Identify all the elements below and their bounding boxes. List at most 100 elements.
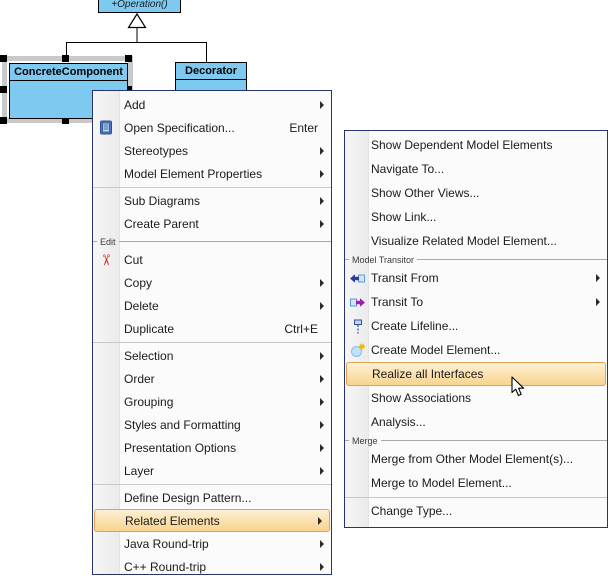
component-operations-box[interactable]: +Operation()	[98, 0, 181, 13]
menu-item-label: Show Link...	[371, 210, 437, 224]
menu-item-label: Open Specification...	[124, 120, 235, 135]
menu-item-visualize-related-model-element[interactable]: Visualize Related Model Element...	[345, 229, 607, 253]
menu-group-label: Model Transitor	[352, 254, 415, 265]
submenu-arrow-icon	[320, 420, 324, 429]
menu-item-label: Delete	[124, 298, 159, 313]
selection-handle[interactable]	[0, 117, 7, 124]
menu-item-sub-diagrams[interactable]: Sub Diagrams	[93, 189, 331, 212]
menu-item-add[interactable]: Add	[93, 93, 331, 116]
menu-item-label: Realize all Interfaces	[372, 367, 484, 381]
selection-handle[interactable]	[62, 55, 69, 62]
menu-item-java-round-trip[interactable]: Java Round-trip	[93, 532, 331, 555]
transit-to-icon	[349, 294, 366, 311]
submenu-arrow-icon	[320, 278, 324, 287]
menu-item-duplicate[interactable]: Duplicate Ctrl+E	[93, 317, 331, 340]
menu-item-label: Stereotypes	[124, 143, 189, 158]
menu-item-label: Duplicate	[124, 321, 175, 336]
selection-handle[interactable]	[0, 55, 7, 62]
menu-item-stereotypes[interactable]: Stereotypes	[93, 139, 331, 162]
menu-item-label: Merge from Other Model Element(s)...	[371, 452, 574, 466]
menu-item-grouping[interactable]: Grouping	[93, 390, 331, 413]
menu-item-transit-from[interactable]: Transit From	[345, 266, 607, 290]
selection-handle[interactable]	[0, 86, 7, 93]
menu-item-label: Analysis...	[371, 415, 426, 429]
menu-item-label: Sub Diagrams	[124, 193, 201, 208]
menu-item-analysis[interactable]: Analysis...	[345, 410, 607, 434]
submenu-arrow-icon	[320, 196, 324, 205]
menu-item-presentation-options[interactable]: Presentation Options	[93, 436, 331, 459]
menu-item-model-element-properties[interactable]: Model Element Properties	[93, 162, 331, 185]
class-concretecomponent[interactable]: ConcreteComponent	[9, 63, 128, 119]
menu-item-related-elements[interactable]: Related Elements	[94, 509, 330, 532]
submenu-arrow-icon	[596, 298, 600, 306]
menu-item-show-associations[interactable]: Show Associations	[345, 386, 607, 410]
menu-item-create-model-element[interactable]: Create Model Element...	[345, 338, 607, 362]
submenu-arrow-icon	[320, 466, 324, 475]
menu-item-layer[interactable]: Layer	[93, 459, 331, 482]
menu-item-label: Order	[124, 371, 155, 386]
menu-item-label: Change Type...	[371, 504, 453, 518]
submenu-arrow-icon	[320, 351, 324, 360]
menu-item-label: Java Round-trip	[124, 536, 209, 551]
menu-item-merge-to-model-element[interactable]: Merge to Model Element...	[345, 471, 607, 495]
menu-item-create-parent[interactable]: Create Parent	[93, 212, 331, 235]
menu-item-label: Copy	[124, 275, 153, 290]
menu-item-label: Visualize Related Model Element...	[371, 234, 557, 248]
menu-group-edit: Edit	[93, 235, 331, 248]
menu-item-cut[interactable]: ✂Cut	[93, 248, 331, 271]
menu-item-navigate-to[interactable]: Navigate To...	[345, 157, 607, 181]
menu-item-show-other-views[interactable]: Show Other Views...	[345, 181, 607, 205]
generalization-triangle-icon	[127, 12, 147, 29]
menu-item-label: Grouping	[124, 394, 174, 409]
menu-item-shortcut: Enter	[289, 120, 318, 135]
class-name: ConcreteComponent	[10, 64, 127, 81]
class-name: Decorator	[176, 63, 246, 80]
menu-item-copy[interactable]: Copy	[93, 271, 331, 294]
menu-item-transit-to[interactable]: Transit To	[345, 290, 607, 314]
menu-item-label: C++ Round-trip	[124, 559, 207, 574]
menu-item-label: Create Lifeline...	[371, 319, 459, 333]
menu-item-shortcut: Ctrl+E	[284, 321, 318, 336]
menu-item-merge-from-other-model-element-s[interactable]: Merge from Other Model Element(s)...	[345, 447, 607, 471]
menu-item-change-type[interactable]: Change Type...	[345, 499, 607, 523]
submenu-arrow-icon	[320, 219, 324, 228]
submenu-arrow-icon	[320, 443, 324, 452]
menu-item-show-link[interactable]: Show Link...	[345, 205, 607, 229]
menu-item-selection[interactable]: Selection	[93, 344, 331, 367]
selection-handle[interactable]	[125, 55, 132, 62]
generalization-connectors	[66, 12, 207, 63]
menu-item-define-design-pattern[interactable]: Define Design Pattern...	[93, 486, 331, 509]
menu-item-open-specification[interactable]: Open Specification... Enter	[93, 116, 331, 139]
menu-item-create-lifeline[interactable]: Create Lifeline...	[345, 314, 607, 338]
submenu-arrow-icon	[320, 301, 324, 310]
menu-item-realize-all-interfaces[interactable]: Realize all Interfaces	[346, 362, 606, 386]
menu-item-label: Related Elements	[125, 513, 220, 528]
menu-item-label: Layer	[124, 463, 155, 478]
selection-handle[interactable]	[125, 86, 132, 93]
submenu-arrow-icon	[320, 100, 324, 109]
menu-item-label: Selection	[124, 348, 174, 363]
menu-item-label: Show Associations	[371, 391, 472, 405]
menu-item-order[interactable]: Order	[93, 367, 331, 390]
menu-item-label: Create Model Element...	[371, 343, 501, 357]
menu-item-c-round-trip[interactable]: C++ Round-trip	[93, 555, 331, 576]
menu-item-show-dependent-model-elements[interactable]: Show Dependent Model Elements	[345, 133, 607, 157]
menu-item-styles-and-formatting[interactable]: Styles and Formatting	[93, 413, 331, 436]
operation-label: +Operation()	[111, 0, 168, 10]
menu-item-label: Show Other Views...	[371, 186, 480, 200]
submenu-arrow-icon	[318, 516, 322, 525]
submenu-arrow-icon	[320, 146, 324, 155]
menu-item-label: Merge to Model Element...	[371, 476, 512, 490]
mouse-cursor-icon	[511, 376, 525, 397]
menu-group-label: Edit	[100, 236, 116, 247]
submenu-arrow-icon	[320, 539, 324, 548]
menu-item-label: Create Parent	[124, 216, 199, 231]
submenu-arrow-icon	[596, 274, 600, 282]
submenu-arrow-icon	[320, 397, 324, 406]
transit-from-icon	[349, 270, 366, 287]
menu-gutter	[93, 91, 120, 574]
menu-item-delete[interactable]: Delete	[93, 294, 331, 317]
selection-handle[interactable]	[62, 117, 69, 124]
